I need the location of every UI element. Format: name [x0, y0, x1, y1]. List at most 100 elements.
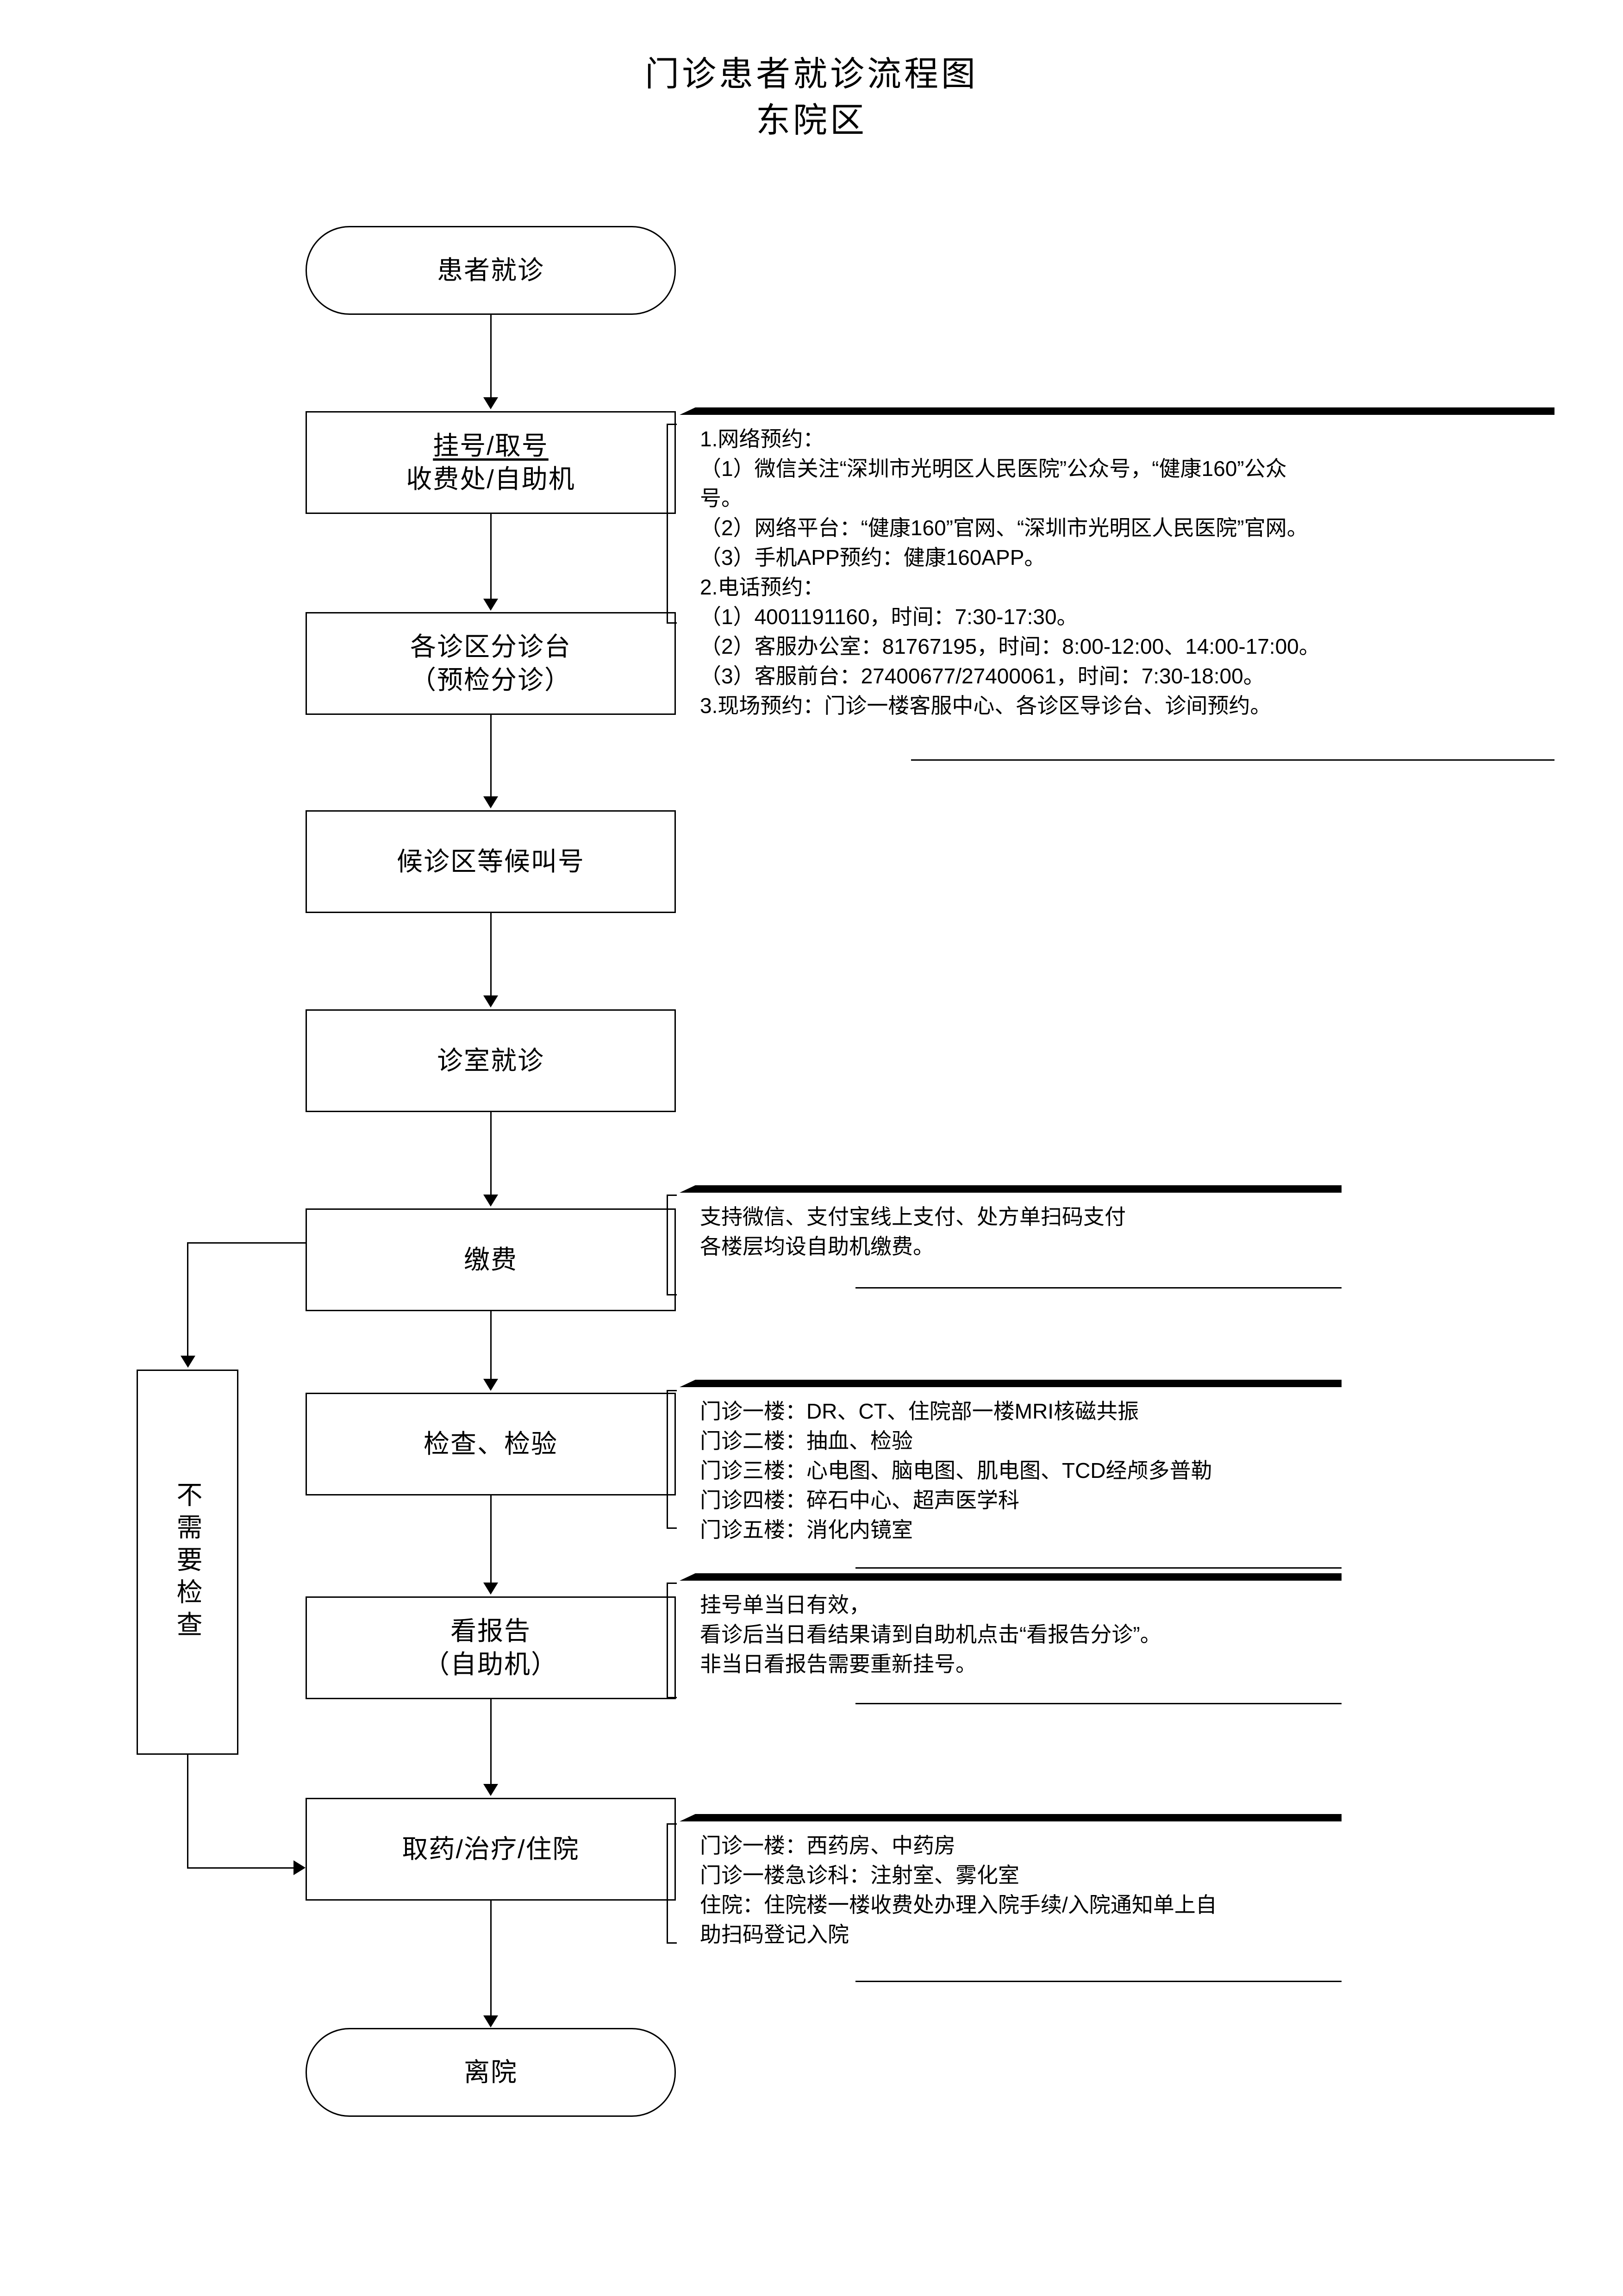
annotation-left-bracket: [667, 1823, 677, 1944]
node-label: 诊室就诊: [437, 1046, 544, 1075]
node-label: 缴费: [464, 1245, 518, 1274]
page-title: 门诊患者就诊流程图 东院区: [0, 51, 1623, 144]
callout-bar-tip: [680, 1573, 695, 1581]
annotation-left-bracket: [667, 1390, 677, 1529]
connector-payment-to-bypass-vertical: [187, 1242, 188, 1358]
annotation-line: 门诊三楼：心电图、脑电图、肌电图、TCD经颅多普勒: [700, 1458, 1212, 1483]
connector-bypass-exit-vertical: [187, 1755, 188, 1868]
annotation-text-block: 支持微信、支付宝线上支付、处方单扫码支付 各楼层均设自助机缴费。: [700, 1202, 1126, 1261]
annotation-line: （3）手机APP预约：健康160APP。: [700, 545, 1046, 569]
callout-bar: [695, 1380, 1342, 1387]
annotation-line: 门诊一楼：DR、CT、住院部一楼MRI核磁共振: [700, 1399, 1139, 1423]
node-label: 离院: [464, 2058, 518, 2087]
connector-bypass-exit-horizontal: [187, 1867, 294, 1869]
flow-node-waiting-area[interactable]: 候诊区等候叫号: [306, 810, 676, 913]
title-line-2: 东院区: [756, 101, 867, 139]
annotation-line: （1）微信关注“深圳市光明区人民医院”公众号，“健康160”公众: [700, 457, 1287, 481]
arrowhead-down: [483, 1195, 498, 1207]
flow-node-medicine-treatment-admission[interactable]: 取药/治疗/住院: [306, 1798, 676, 1901]
flow-node-examination[interactable]: 检查、检验: [306, 1393, 676, 1495]
flow-node-discharge[interactable]: 离院: [306, 2028, 676, 2117]
node-label: 检查、检验: [424, 1429, 558, 1458]
annotation-line: 门诊二楼：抽血、检验: [700, 1429, 913, 1453]
annotation-text-block: 1.网络预约： （1）微信关注“深圳市光明区人民医院”公众号，“健康160”公众…: [700, 424, 1320, 720]
annotation-line: 门诊一楼急诊科：注射室、雾化室: [700, 1863, 1019, 1887]
annotation-line: 1.网络预约：: [700, 427, 824, 451]
annotation-text-block: 门诊一楼：西药房、中药房 门诊一楼急诊科：注射室、雾化室 住院：住院楼一楼收费处…: [700, 1831, 1217, 1949]
callout-bar-tip: [680, 1185, 695, 1193]
node-label-line-1: 挂号/取号: [433, 431, 549, 460]
annotation-left-bracket: [667, 424, 677, 624]
flow-node-payment[interactable]: 缴费: [306, 1208, 676, 1311]
node-label-line-1: 看报告: [450, 1616, 531, 1645]
annotation-line: （3）客服前台：27400677/27400061，时间：7:30-18:00。: [700, 664, 1265, 688]
arrowhead-right: [293, 1860, 306, 1875]
flow-node-triage-desk[interactable]: 各诊区分诊台 （预检分诊）: [306, 612, 676, 715]
node-label: 候诊区等候叫号: [397, 847, 585, 876]
node-label: 取药/治疗/住院: [402, 1834, 580, 1864]
annotation-line: （2）网络平台：“健康160”官网、“深圳市光明区人民医院”官网。: [700, 516, 1308, 540]
callout-bar-tip: [680, 1814, 695, 1821]
annotation-line: 各楼层均设自助机缴费。: [700, 1234, 934, 1258]
annotation-examination-note: 门诊一楼：DR、CT、住院部一楼MRI核磁共振 门诊二楼：抽血、检验 门诊三楼：…: [680, 1380, 1342, 1579]
annotation-line: 助扫码登记入院: [700, 1922, 849, 1946]
callout-footline: [855, 1567, 1342, 1569]
node-label-vertical: 不需要检查: [173, 1481, 202, 1643]
connector-payment-to-bypass-horizontal: [187, 1242, 306, 1244]
arrowhead-down: [483, 796, 498, 808]
connector-patient-visit-to-registration: [490, 315, 492, 398]
node-label-line-1: 各诊区分诊台: [410, 632, 571, 661]
node-label-line-2: （自助机）: [424, 1650, 558, 1679]
flow-node-consulting-room[interactable]: 诊室就诊: [306, 1009, 676, 1112]
annotation-line: 看诊后当日看结果请到自助机点击“看报告分诊”。: [700, 1622, 1161, 1646]
flow-node-patient-visit[interactable]: 患者就诊: [306, 226, 676, 315]
callout-bar: [695, 407, 1554, 415]
arrowhead-down: [181, 1356, 195, 1368]
callout-footline: [855, 1981, 1342, 1982]
connector-report-to-medicine: [490, 1699, 492, 1785]
annotation-line: 门诊四楼：碎石中心、超声医学科: [700, 1488, 1019, 1512]
annotation-line: 3.现场预约：门诊一楼客服中心、各诊区导诊台、诊间预约。: [700, 694, 1272, 718]
annotation-line: 住院：住院楼一楼收费处办理入院手续/入院通知单上自: [700, 1893, 1217, 1917]
connector-waiting-to-consulting: [490, 913, 492, 996]
annotation-left-bracket: [667, 1583, 677, 1698]
annotation-line: 门诊五楼：消化内镜室: [700, 1518, 913, 1542]
annotation-line: 挂号单当日有效，: [700, 1593, 870, 1617]
flow-node-no-exam-needed[interactable]: 不需要检查: [137, 1370, 238, 1755]
annotation-text-block: 挂号单当日有效， 看诊后当日看结果请到自助机点击“看报告分诊”。 非当日看报告需…: [700, 1590, 1161, 1679]
callout-footline: [911, 759, 1554, 761]
flow-node-view-report[interactable]: 看报告 （自助机）: [306, 1596, 676, 1699]
arrowhead-down: [483, 1784, 498, 1796]
node-label-line-2: （预检分诊）: [410, 665, 571, 694]
node-label-line-2: 收费处/自助机: [406, 464, 575, 494]
connector-registration-to-triage: [490, 514, 492, 600]
node-label: 患者就诊: [437, 256, 544, 285]
connector-payment-to-examination: [490, 1311, 492, 1380]
callout-bar-tip: [680, 407, 695, 415]
annotation-line: 非当日看报告需要重新挂号。: [700, 1652, 977, 1676]
annotation-line: （1）4001191160，时间：7:30-17:30。: [700, 605, 1078, 629]
callout-footline: [855, 1703, 1342, 1704]
flow-node-registration[interactable]: 挂号/取号 收费处/自助机: [306, 411, 676, 514]
annotation-left-bracket: [667, 1195, 677, 1295]
annotation-view-report-note: 挂号单当日有效， 看诊后当日看结果请到自助机点击“看报告分诊”。 非当日看报告需…: [680, 1573, 1342, 1731]
annotation-text-block: 门诊一楼：DR、CT、住院部一楼MRI核磁共振 门诊二楼：抽血、检验 门诊三楼：…: [700, 1396, 1212, 1545]
annotation-medicine-note: 门诊一楼：西药房、中药房 门诊一楼急诊科：注射室、雾化室 住院：住院楼一楼收费处…: [680, 1814, 1342, 1995]
callout-footline: [855, 1287, 1342, 1289]
annotation-payment-note: 支持微信、支付宝线上支付、处方单扫码支付 各楼层均设自助机缴费。: [680, 1185, 1342, 1301]
annotation-line: 2.电话预约：: [700, 575, 824, 599]
callout-bar: [695, 1185, 1342, 1193]
arrowhead-down: [483, 397, 498, 409]
arrowhead-down: [483, 1583, 498, 1595]
title-line-1: 门诊患者就诊流程图: [645, 55, 978, 93]
annotation-line: 门诊一楼：西药房、中药房: [700, 1833, 955, 1858]
annotation-line: 号。: [700, 486, 743, 510]
callout-bar: [695, 1814, 1342, 1821]
connector-medicine-to-discharge: [490, 1901, 492, 2016]
arrowhead-down: [483, 599, 498, 611]
arrowhead-down: [483, 995, 498, 1007]
connector-consulting-to-payment: [490, 1112, 492, 1195]
connector-examination-to-report: [490, 1495, 492, 1583]
arrowhead-down: [483, 2015, 498, 2027]
arrowhead-down: [483, 1379, 498, 1391]
